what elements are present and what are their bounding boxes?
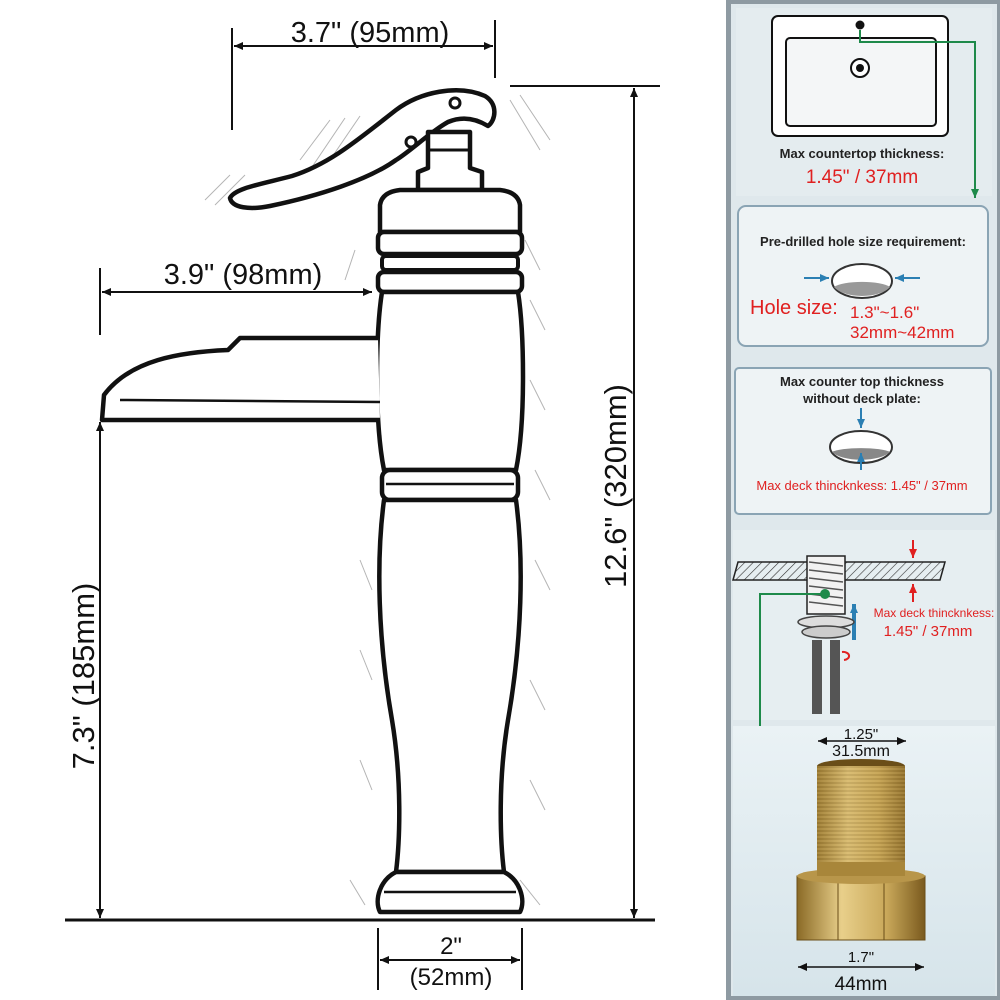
mount-label: Max deck thincknkess:: [874, 606, 995, 620]
spout: [99, 335, 380, 423]
green-connector-top: [859, 30, 979, 198]
hole-size-mm: 32mm~42mm: [850, 323, 954, 342]
hose-right: [830, 640, 840, 714]
handle-pin: [404, 135, 418, 149]
shank-bottom-in: 1.7": [848, 949, 874, 966]
panel-hole-size: Pre-drilled hole size requirement: Hole …: [737, 205, 989, 347]
handle-pivot: [448, 96, 462, 110]
faucet-hole-icon: [855, 20, 865, 30]
deck-title-line2: without deck plate:: [802, 391, 921, 406]
brass-shank-hex: [796, 875, 926, 941]
hole-size-label: Hole size:: [750, 297, 838, 319]
shank-bottom-mm: 44mm: [835, 974, 888, 995]
base-diameter-mm-label: (52mm): [410, 964, 493, 991]
mount-value: 1.45" / 37mm: [884, 623, 973, 640]
shank-top-mm: 31.5mm: [832, 743, 890, 760]
base-diameter-in-label: 2": [440, 933, 462, 960]
deck-title-line1: Max counter top thickness: [780, 374, 944, 389]
body-cap: [377, 187, 523, 235]
basin-outline: [785, 37, 937, 127]
panel-countertop: Max countertop thickness: 1.45" / 37mm: [736, 8, 992, 196]
panel-mount: Max deck thincknkess: 1.45" / 37mm: [732, 530, 995, 720]
hose-left: [812, 640, 822, 714]
nut-icon: [801, 625, 851, 639]
handle-lever: [227, 88, 497, 211]
body-ring-mid: [380, 254, 520, 272]
total-height-label: 12.6" (320mm): [598, 384, 633, 588]
lower-body: [377, 497, 523, 875]
faucet-sketch: [65, 88, 655, 922]
panel-shank: 1.25" 31.5mm 1.7" 44mm: [733, 726, 995, 996]
hole-size-in: 1.3"~1.6": [850, 303, 919, 322]
countertop-title: Max countertop thickness:: [780, 146, 945, 161]
spout-reach-label: 3.9" (98mm): [164, 259, 323, 291]
spout-height-label: 7.3" (185mm): [66, 583, 101, 770]
dimension-labels: 3.7" (95mm) 3.9" (98mm) 12.6" (320mm) 7.…: [66, 17, 633, 991]
upper-body: [374, 289, 526, 473]
handle-reach-label: 3.7" (95mm): [291, 17, 450, 49]
countertop-value: 1.45" / 37mm: [806, 167, 918, 188]
hole-title: Pre-drilled hole size requirement:: [760, 234, 966, 249]
deck-value: Max deck thincknkess: 1.45" / 37mm: [756, 478, 967, 493]
dimension-lines: [96, 20, 660, 990]
body-ring-top: [375, 229, 525, 257]
rotate-arrow-icon: [841, 650, 851, 661]
valve-stem: [415, 129, 485, 193]
panel-deck: Max counter top thickness without deck p…: [734, 367, 992, 515]
body-ring-low: [375, 269, 525, 295]
